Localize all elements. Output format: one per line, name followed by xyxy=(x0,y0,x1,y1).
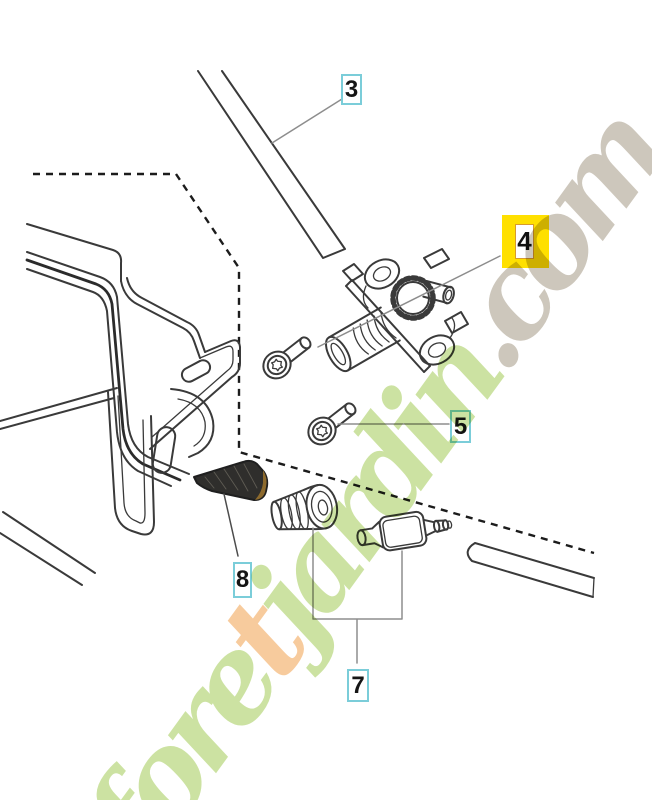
callout-4-highlight[interactable]: 4 xyxy=(502,215,549,268)
callout-4[interactable]: 4 xyxy=(515,224,534,259)
rubber-plug-part-8 xyxy=(193,459,269,501)
fuel-line-tube xyxy=(466,542,595,598)
callout-leader-lines xyxy=(223,98,501,664)
carburetor-assembly-part-4 xyxy=(324,248,469,373)
torx-screw-upper xyxy=(256,328,318,385)
callout-5[interactable]: 5 xyxy=(450,410,471,443)
callout-4-number: 4 xyxy=(517,226,532,256)
torx-screw-part-5 xyxy=(301,394,363,451)
callout-7[interactable]: 7 xyxy=(347,669,369,702)
callout-8[interactable]: 8 xyxy=(233,562,252,598)
chassis-housing xyxy=(0,223,241,586)
callout-5-number: 5 xyxy=(453,412,468,440)
drive-tube-part-3 xyxy=(197,70,346,259)
callout-8-number: 8 xyxy=(235,566,250,593)
grommet-part-7 xyxy=(270,483,339,531)
check-valve-part-7 xyxy=(356,510,453,552)
callout-3[interactable]: 3 xyxy=(341,74,362,105)
callout-3-number: 3 xyxy=(344,75,359,103)
callout-7-number: 7 xyxy=(351,671,365,699)
boundary-dashed-line xyxy=(33,172,595,555)
